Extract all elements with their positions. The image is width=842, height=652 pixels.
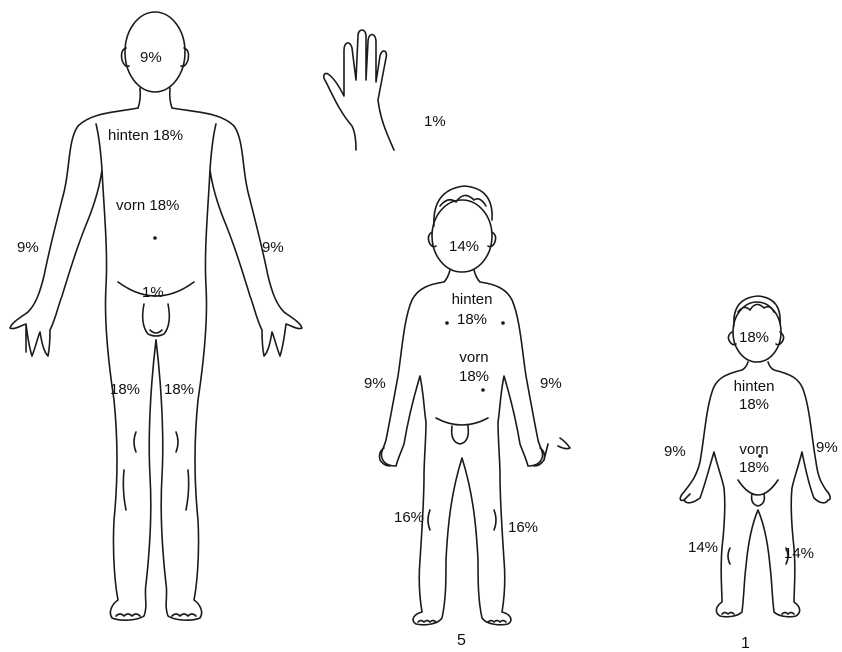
- child1-back-pct: 18%: [726, 397, 782, 412]
- adult-head-label: 9%: [140, 50, 162, 65]
- child5-right-leg-label: 16%: [508, 520, 538, 535]
- adult-front-label: vorn 18%: [116, 198, 179, 213]
- palm-hand-figure: [324, 30, 394, 150]
- adult-right-arm-label: 9%: [262, 240, 284, 255]
- adult-left-arm-label: 9%: [17, 240, 39, 255]
- adult-left-leg-label: 18%: [110, 382, 140, 397]
- child5-age-caption: 5: [457, 633, 466, 649]
- child5-head-label: 14%: [449, 239, 479, 254]
- child5-back-pct: 18%: [446, 312, 498, 327]
- child1-right-leg-label: 14%: [784, 546, 814, 561]
- child5-left-leg-label: 16%: [394, 510, 424, 525]
- adult-genital-label: 1%: [142, 285, 164, 300]
- child1-right-arm-label: 9%: [816, 440, 838, 455]
- adult-back-label: hinten 18%: [108, 128, 183, 143]
- child5-head: [432, 200, 492, 272]
- adult-figure: [10, 12, 302, 620]
- child5-right-arm-label: 9%: [540, 376, 562, 391]
- palm-label: 1%: [424, 114, 446, 129]
- child1-front-word: vorn: [726, 442, 782, 457]
- child1-front-pct: 18%: [726, 460, 782, 475]
- child5-back-word: hinten: [446, 292, 498, 307]
- child1-back-word: hinten: [726, 379, 782, 394]
- child5-front-word: vorn: [448, 350, 500, 365]
- adult-right-leg-label: 18%: [164, 382, 194, 397]
- child1-head-label: 18%: [739, 330, 769, 345]
- adult-body-outline: [10, 108, 302, 620]
- child1-left-arm-label: 9%: [664, 444, 686, 459]
- child5-front-pct: 18%: [448, 369, 500, 384]
- child1-left-leg-label: 14%: [688, 540, 718, 555]
- child5-left-arm-label: 9%: [364, 376, 386, 391]
